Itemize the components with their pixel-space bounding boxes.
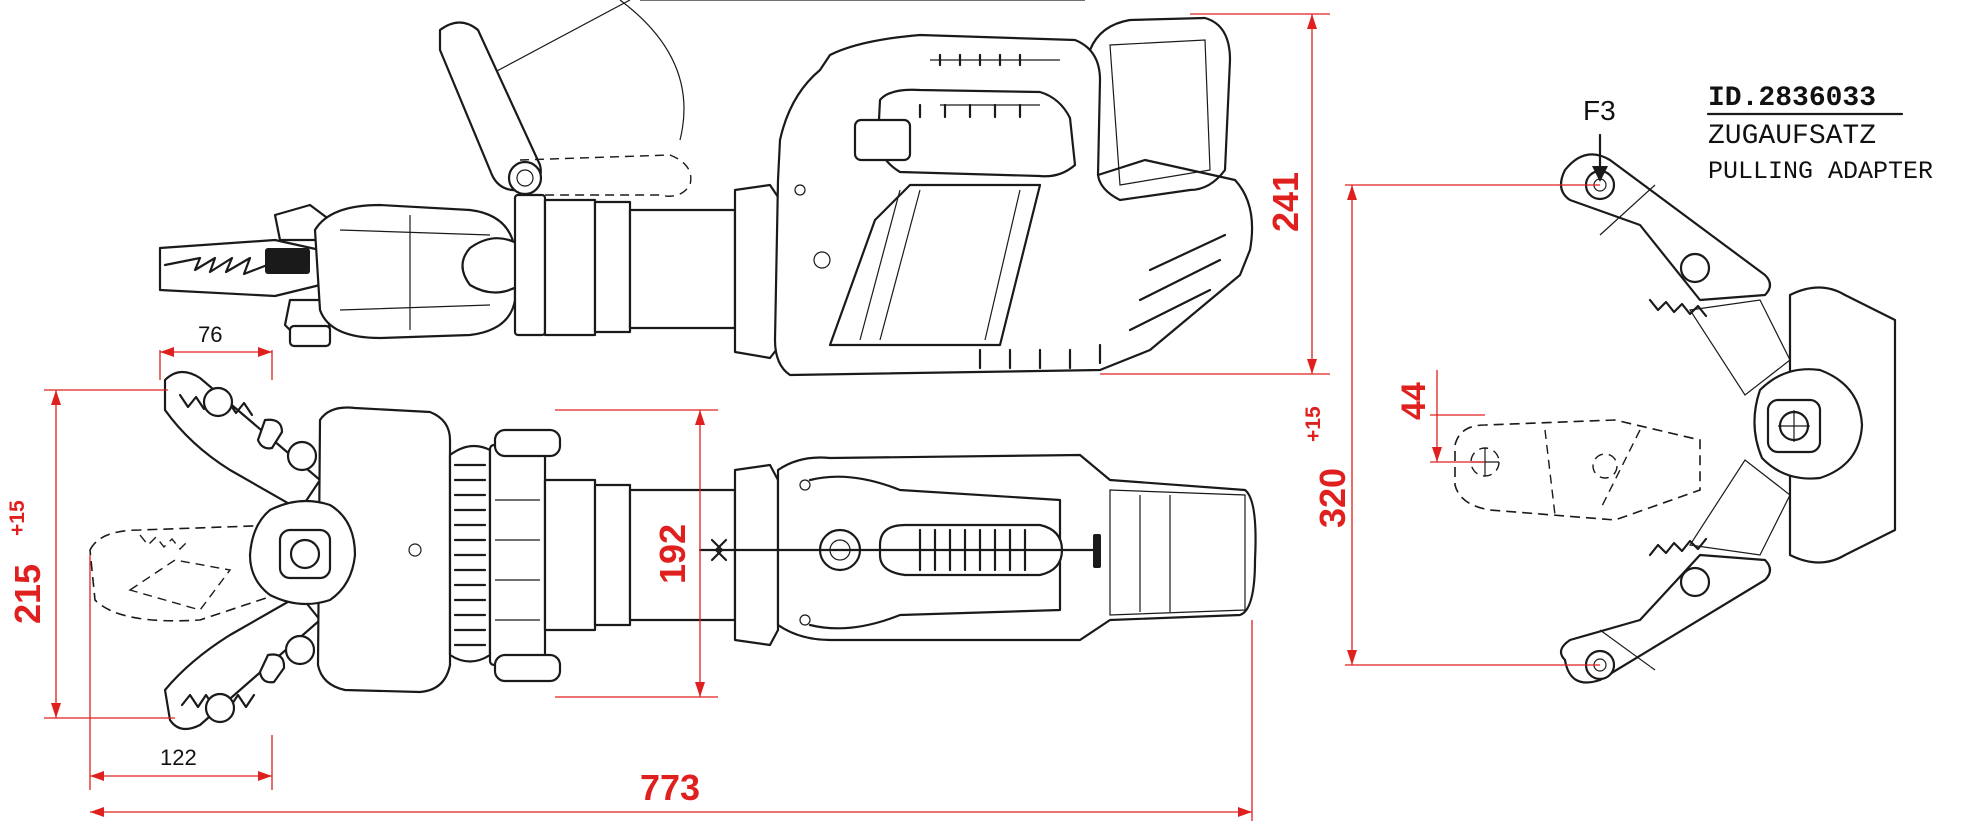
dimension-labels: 241 76 215 +15 192 122 773 320 +15 44 xyxy=(6,172,1433,808)
knurled-collar xyxy=(448,428,780,683)
closed-jaw-phantom xyxy=(89,524,291,622)
force-label: F3 xyxy=(1583,95,1616,126)
plan-view-tool xyxy=(89,370,1257,731)
closed-jaws xyxy=(158,203,332,348)
side-view-tool xyxy=(158,0,1254,377)
lever-handle xyxy=(438,21,692,197)
dim-773-label: 773 xyxy=(640,767,700,808)
part-id: ID.2836033 xyxy=(1708,83,1876,114)
lower-jaw xyxy=(163,593,322,731)
part-name-de: ZUGAUFSATZ xyxy=(1708,121,1876,152)
battery-body-plan xyxy=(698,453,1257,642)
title-block: ID.2836033 ZUGAUFSATZ PULLING ADAPTER xyxy=(1706,83,1933,186)
dim-192-label: 192 xyxy=(652,524,693,584)
lower-adapter-plate xyxy=(1559,553,1772,684)
dim-122-label: 122 xyxy=(160,745,197,770)
upper-jaw xyxy=(163,370,322,512)
dim-215-label: 215 xyxy=(7,564,48,624)
part-name-en: PULLING ADAPTER xyxy=(1708,157,1933,186)
dim-320-label: 320 xyxy=(1312,468,1353,528)
dim-44-label: 44 xyxy=(1395,382,1433,420)
dim-241-label: 241 xyxy=(1265,172,1306,232)
dim-76-label: 76 xyxy=(198,322,222,347)
pivot-head xyxy=(248,406,452,694)
adapter-view xyxy=(1454,153,1897,684)
force-arrow-f3: F3 xyxy=(1583,95,1616,182)
dim-215-tolerance: +15 xyxy=(6,500,29,536)
dimension-lines xyxy=(44,13,1600,821)
dim-320-tolerance: +15 xyxy=(1302,406,1325,442)
cylinder-head xyxy=(313,183,782,360)
battery-body xyxy=(773,16,1254,377)
